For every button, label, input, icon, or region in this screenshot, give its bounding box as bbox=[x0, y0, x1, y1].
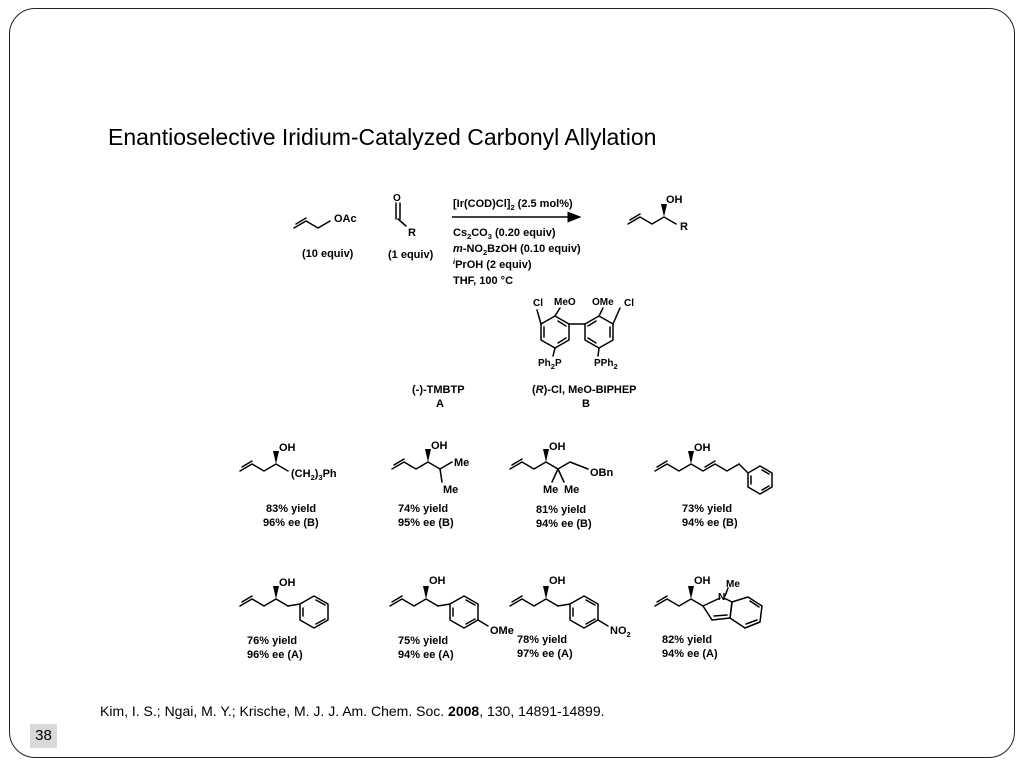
page-number: 38 bbox=[30, 724, 57, 748]
product-2-ee: 95% ee (B) bbox=[398, 517, 454, 529]
ligand-a-name: (-)-TMBTP bbox=[412, 384, 465, 396]
product-6-ome: OMe bbox=[490, 625, 514, 637]
product-7-no2: NO2 bbox=[610, 625, 631, 639]
product-4-ee: 94% ee (B) bbox=[682, 517, 738, 529]
condition-base: Cs2CO3 (0.20 equiv) bbox=[453, 227, 556, 241]
ligand-meo-left: MeO bbox=[554, 297, 576, 308]
product-8-me: Me bbox=[726, 579, 740, 590]
homoallylic-alcohol-product: OH R bbox=[627, 194, 688, 233]
product-1-oh: OH bbox=[279, 442, 296, 454]
ligand-biaryl-structure: Cl MeO OMe Cl Ph2P PPh2 bbox=[533, 297, 634, 371]
condition-solvent: THF, 100 °C bbox=[453, 275, 513, 287]
citation-year: 2008 bbox=[448, 703, 480, 719]
product-r: R bbox=[680, 221, 688, 233]
product-5-oh: OH bbox=[279, 577, 296, 589]
product-3-me-1: Me bbox=[543, 484, 558, 496]
slide-title: Enantioselective Iridium-Catalyzed Carbo… bbox=[108, 124, 657, 150]
aldehyde-oxygen: O bbox=[393, 193, 401, 204]
product-4-structure: OH bbox=[654, 442, 773, 495]
product-7-oh: OH bbox=[549, 575, 566, 587]
product-5-yield: 76% yield bbox=[247, 635, 297, 647]
ligand-cl-left: Cl bbox=[533, 298, 543, 309]
product-7-structure: OH NO2 bbox=[509, 575, 631, 639]
product-oh: OH bbox=[666, 194, 683, 206]
product-3-yield: 81% yield bbox=[536, 504, 586, 516]
condition-acid: m-NO2BzOH (0.10 equiv) bbox=[453, 243, 581, 257]
product-1-structure: OH (CH2)3Ph bbox=[239, 442, 337, 482]
product-8-oh: OH bbox=[694, 575, 711, 587]
product-6-oh: OH bbox=[429, 575, 446, 587]
allyl-acetate-structure: OAc bbox=[293, 213, 357, 229]
reagent2-equiv: (1 equiv) bbox=[388, 249, 434, 261]
product-4-yield: 73% yield bbox=[682, 503, 732, 515]
ligand-pph2: PPh2 bbox=[594, 358, 618, 371]
product-5-ee: 96% ee (A) bbox=[247, 649, 303, 661]
product-2-me-1: Me bbox=[454, 457, 469, 469]
product-2-structure: OH Me Me bbox=[391, 440, 469, 496]
product-3-obn: OBn bbox=[590, 467, 614, 479]
citation-tail: , 130, 14891-14899. bbox=[479, 703, 605, 719]
product-1-yield: 83% yield bbox=[266, 503, 316, 515]
product-6-ee: 94% ee (A) bbox=[398, 649, 454, 661]
product-7-yield: 78% yield bbox=[517, 634, 567, 646]
condition-catalyst: [Ir(COD)Cl]2 (2.5 mol%) bbox=[453, 198, 573, 212]
condition-alcohol: iPrOH (2 equiv) bbox=[453, 257, 532, 271]
product-1-substituent: (CH2)3Ph bbox=[291, 468, 337, 482]
reagent1-label: OAc bbox=[334, 213, 357, 225]
product-3-me-2: Me bbox=[564, 484, 579, 496]
product-2-me-2: Me bbox=[443, 484, 458, 496]
ligand-b-letter: B bbox=[582, 398, 590, 410]
product-7-ee: 97% ee (A) bbox=[517, 648, 573, 660]
reagent1-equiv: (10 equiv) bbox=[302, 248, 354, 260]
product-8-structure: OH N Me bbox=[654, 575, 763, 629]
product-2-yield: 74% yield bbox=[398, 503, 448, 515]
citation-text: Kim, I. S.; Ngai, M. Y.; Krische, M. J. … bbox=[100, 703, 449, 719]
aldehyde-structure: O R bbox=[393, 193, 416, 239]
product-8-n: N bbox=[718, 592, 725, 603]
ligand-ome-right: OMe bbox=[592, 297, 614, 308]
ligand-b-name: (R)-Cl, MeO-BIPHEP bbox=[532, 384, 637, 396]
citation: Kim, I. S.; Ngai, M. Y.; Krische, M. J. … bbox=[100, 703, 605, 719]
reagent2-label: R bbox=[408, 227, 416, 239]
ligand-ph2p: Ph2P bbox=[538, 358, 562, 371]
product-6-yield: 75% yield bbox=[398, 635, 448, 647]
product-5-structure: OH bbox=[239, 577, 329, 629]
product-3-structure: OH Me Me OBn bbox=[509, 441, 614, 496]
product-4-oh: OH bbox=[694, 442, 711, 454]
product-6-structure: OH OMe bbox=[389, 575, 514, 637]
ligand-cl-right: Cl bbox=[624, 298, 634, 309]
ligand-a-letter: A bbox=[436, 398, 444, 410]
slide-frame bbox=[9, 8, 1015, 758]
product-2-oh: OH bbox=[431, 440, 448, 452]
product-1-ee: 96% ee (B) bbox=[263, 517, 319, 529]
product-3-ee: 94% ee (B) bbox=[536, 518, 592, 530]
product-8-yield: 82% yield bbox=[662, 634, 712, 646]
product-8-ee: 94% ee (A) bbox=[662, 648, 718, 660]
product-3-oh: OH bbox=[549, 441, 566, 453]
